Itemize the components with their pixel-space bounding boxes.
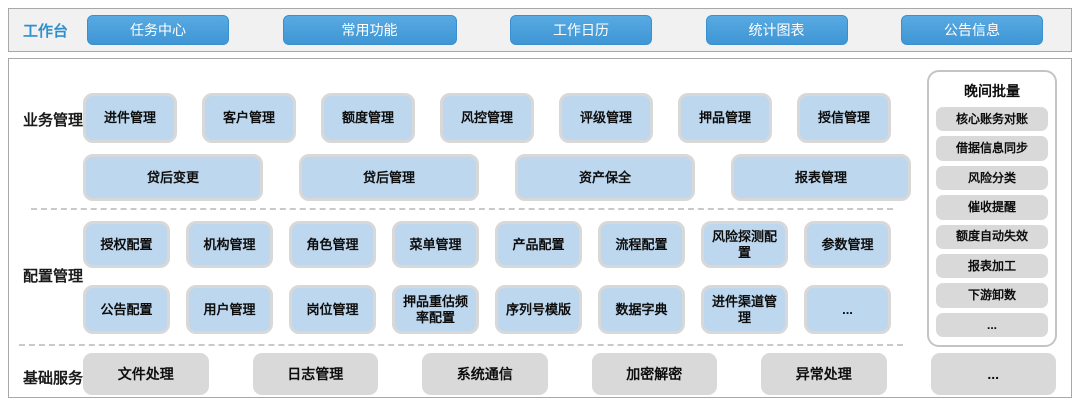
config-module-tile[interactable]: 序列号模版	[495, 285, 582, 334]
workbench-button[interactable]: 常用功能	[282, 15, 457, 45]
base-service-tile[interactable]: ...	[930, 353, 1056, 395]
section-divider	[31, 208, 893, 210]
workbench-buttons: 任务中心 常用功能 工作日历 统计图表 公告信息	[81, 15, 1071, 45]
config-module-tile[interactable]: 角色管理	[289, 221, 376, 268]
base-service-tile[interactable]: 系统通信	[422, 353, 548, 395]
config-module-tile[interactable]: 公告配置	[83, 285, 170, 334]
business-module-tile[interactable]: 授信管理	[797, 93, 891, 143]
night-batch-panel: 晚间批量 核心账务对账借据信息同步风险分类催收提醒额度自动失效报表加工下游卸数.…	[927, 70, 1057, 347]
workbench-button[interactable]: 工作日历	[510, 15, 652, 45]
night-batch-title: 晚间批量	[964, 83, 1020, 99]
night-batch-job-tile[interactable]: 下游卸数	[936, 283, 1048, 308]
night-batch-job-tile[interactable]: 核心账务对账	[936, 107, 1048, 132]
night-batch-job-tile[interactable]: 催收提醒	[936, 195, 1048, 220]
config-modules-row-2: 公告配置用户管理岗位管理押品重估频率配置序列号模版数据字典进件渠道管理...	[83, 285, 891, 334]
config-modules-row-1: 授权配置机构管理角色管理菜单管理产品配置流程配置风险探测配置参数管理	[83, 221, 891, 268]
business-module-tile[interactable]: 资产保全	[515, 154, 695, 201]
base-service-tile[interactable]: 日志管理	[252, 353, 378, 395]
base-service-tile[interactable]: 文件处理	[83, 353, 209, 395]
config-module-tile[interactable]: 押品重估频率配置	[392, 285, 479, 334]
base-services-row: 文件处理 日志管理 系统通信 加密解密 异常处理...	[83, 353, 1056, 395]
business-module-tile[interactable]: 押品管理	[678, 93, 772, 143]
business-modules-row-1: 进件管理客户管理额度管理风控管理评级管理押品管理授信管理	[83, 93, 891, 143]
business-module-tile[interactable]: 评级管理	[559, 93, 653, 143]
night-batch-job-tile[interactable]: 额度自动失效	[936, 224, 1048, 249]
config-module-tile[interactable]: 授权配置	[83, 221, 170, 268]
workbench-button[interactable]: 任务中心	[87, 15, 229, 45]
config-module-tile[interactable]: 岗位管理	[289, 285, 376, 334]
night-batch-job-tile[interactable]: ...	[936, 312, 1048, 337]
workbench-label: 工作台	[23, 22, 69, 40]
business-module-tile[interactable]: 客户管理	[202, 93, 296, 143]
business-module-tile[interactable]: 进件管理	[83, 93, 177, 143]
night-batch-items: 核心账务对账借据信息同步风险分类催收提醒额度自动失效报表加工下游卸数...	[936, 107, 1048, 337]
config-module-tile[interactable]: 进件渠道管理	[701, 285, 788, 334]
business-modules-row-2: 贷后变更贷后管理资产保全报表管理	[83, 154, 911, 201]
base-service-tile[interactable]: 异常处理	[761, 353, 887, 395]
base-service-tile[interactable]: 加密解密	[591, 353, 717, 395]
config-module-tile[interactable]: ...	[804, 285, 891, 334]
workbench-button[interactable]: 统计图表	[705, 15, 848, 45]
config-module-tile[interactable]: 参数管理	[804, 221, 891, 268]
night-batch-job-tile[interactable]: 报表加工	[936, 253, 1048, 279]
business-module-tile[interactable]: 贷后变更	[83, 154, 263, 201]
config-module-tile[interactable]: 数据字典	[598, 285, 685, 334]
section-label-config: 配置管理	[23, 268, 84, 285]
config-module-tile[interactable]: 产品配置	[495, 221, 582, 268]
business-module-tile[interactable]: 风控管理	[440, 93, 534, 143]
config-module-tile[interactable]: 流程配置	[598, 221, 685, 268]
business-module-tile[interactable]: 贷后管理	[299, 154, 479, 201]
config-module-tile[interactable]: 风险探测配置	[701, 221, 788, 268]
night-batch-job-tile[interactable]: 借据信息同步	[936, 136, 1048, 161]
section-label-base: 基础服务	[23, 370, 84, 387]
business-module-tile[interactable]: 报表管理	[731, 154, 911, 201]
workbench-bar: 工作台 任务中心 常用功能 工作日历 统计图表 公告信息	[8, 8, 1072, 52]
section-divider	[19, 344, 903, 346]
business-module-tile[interactable]: 额度管理	[321, 93, 415, 143]
night-batch-job-tile[interactable]: 风险分类	[936, 165, 1048, 191]
config-module-tile[interactable]: 菜单管理	[392, 221, 479, 268]
config-module-tile[interactable]: 用户管理	[186, 285, 273, 334]
main-panel: 业务管理 配置管理 基础服务 进件管理客户管理额度管理风控管理评级管理押品管理授…	[8, 58, 1072, 398]
workbench-button[interactable]: 公告信息	[901, 15, 1043, 45]
config-module-tile[interactable]: 机构管理	[186, 221, 273, 268]
section-label-business: 业务管理	[23, 112, 84, 129]
